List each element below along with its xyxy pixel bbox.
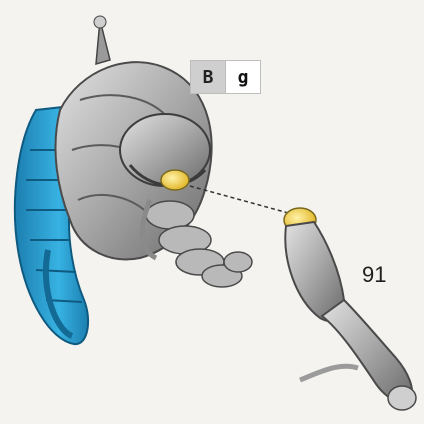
dashed-assembly-line [190, 186, 292, 214]
arm-cable [300, 366, 358, 380]
arm-part-illustration [284, 208, 416, 410]
part-number-label: 91 [362, 262, 386, 288]
paint-code: B [191, 61, 225, 93]
antenna-tip [94, 16, 106, 28]
paint-code-badge: B g [190, 60, 261, 94]
body-socket [161, 170, 189, 190]
hand [388, 386, 416, 410]
lower-parts [146, 201, 252, 287]
paint-mark: g [225, 61, 260, 93]
